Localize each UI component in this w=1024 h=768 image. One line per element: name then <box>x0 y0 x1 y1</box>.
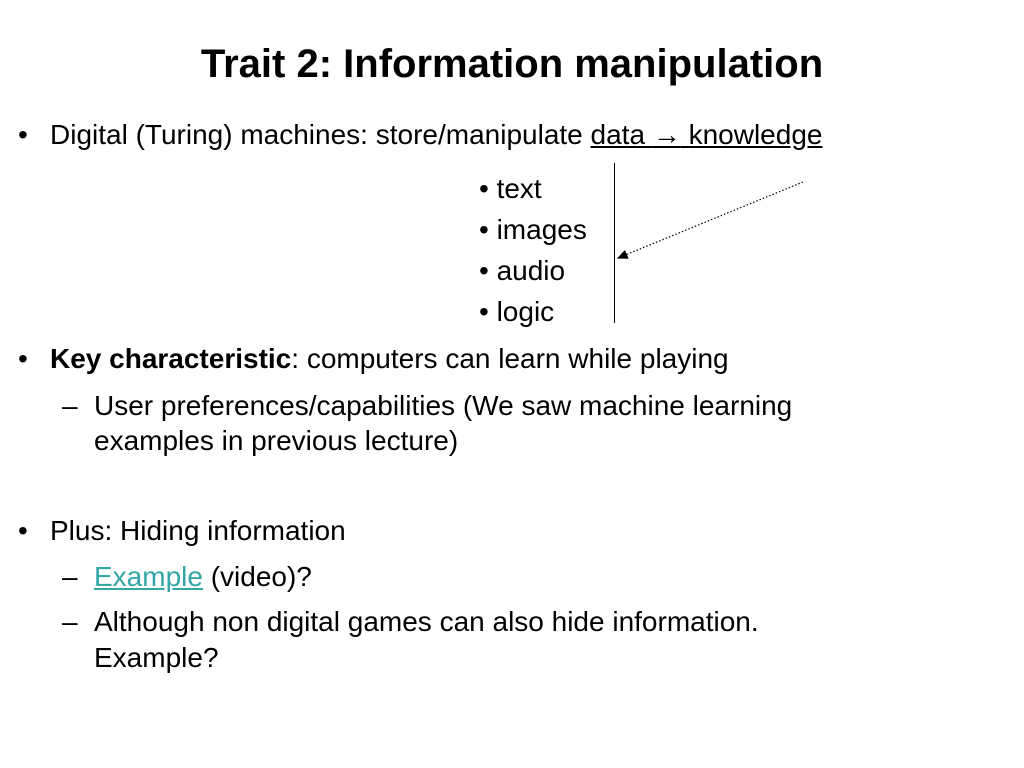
bullet-digital-machines: Digital (Turing) machines: store/manipul… <box>50 118 822 152</box>
bullet-marker: • <box>18 515 28 546</box>
sub-bullet-non-digital-line1: Although non digital games can also hide… <box>94 606 759 637</box>
example-link[interactable]: Example <box>94 561 203 592</box>
slide-title: Trait 2: Information manipulation <box>200 42 824 86</box>
dash-marker: – <box>62 606 78 637</box>
list-item-text: • text <box>479 173 542 204</box>
data-arrow-knowledge: data → knowledge <box>591 119 823 150</box>
digital-machines-text: Digital (Turing) machines: store/manipul… <box>50 119 591 150</box>
right-arrow-icon: → <box>652 119 681 150</box>
sub-bullet-example-video: Example (video)? <box>94 560 312 594</box>
key-characteristic-bold: Key characteristic <box>50 343 292 374</box>
bullet-hiding-information: Plus: Hiding information <box>50 515 346 546</box>
key-characteristic-text: : computers can learn while playing <box>291 343 729 374</box>
divider-line <box>614 163 615 323</box>
dash-marker: – <box>62 561 78 592</box>
sub-bullet-user-preferences-line1: User preferences/capabilities (We saw ma… <box>94 390 793 421</box>
bullet-marker: • <box>18 343 28 374</box>
dash-marker: – <box>62 390 78 421</box>
example-video-text: (video)? <box>202 561 312 592</box>
list-item-logic: • logic <box>479 296 555 327</box>
sub-bullet-non-digital-line2: Example? <box>94 642 219 673</box>
list-item-audio: • audio <box>479 255 566 286</box>
list-item-images: • images <box>479 214 587 245</box>
bullet-marker: • <box>18 119 28 150</box>
sub-bullet-user-preferences-line2: examples in previous lecture) <box>94 425 459 456</box>
bullet-key-characteristic: Key characteristic: computers can learn … <box>50 342 729 376</box>
data-word: data <box>590 119 646 150</box>
knowledge-word: knowledge <box>688 119 823 150</box>
